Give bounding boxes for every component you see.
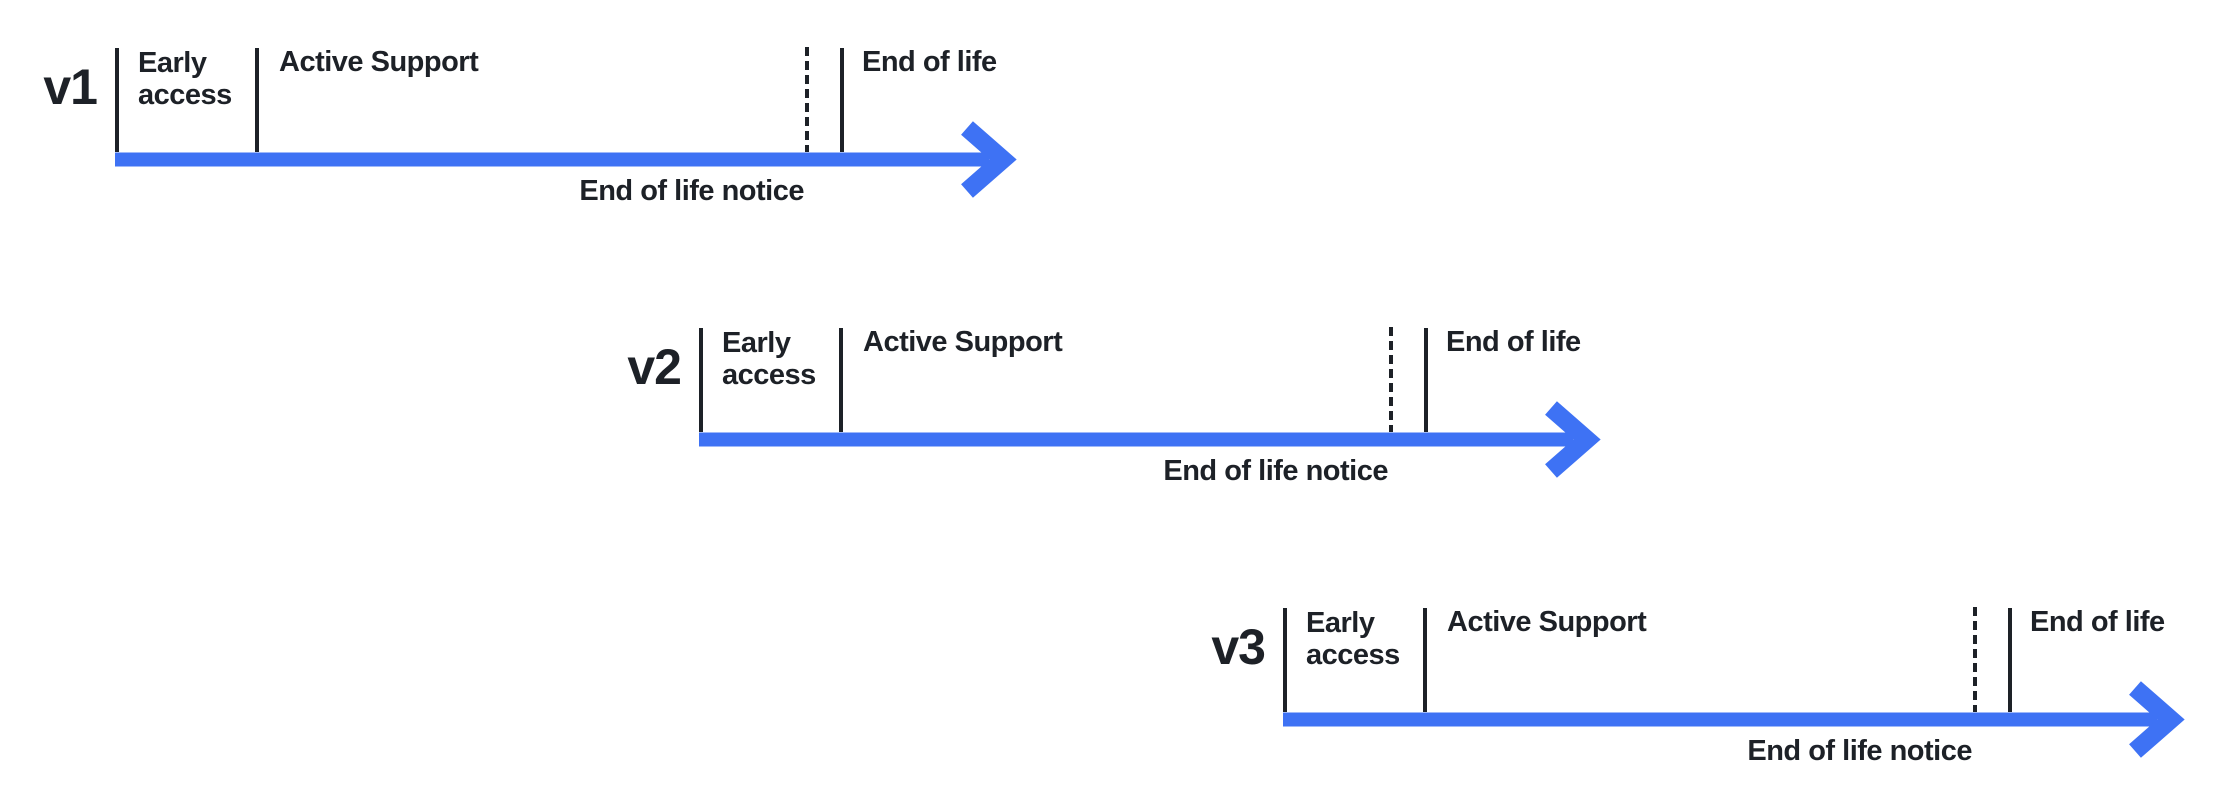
eol-notice-dashed-tick [805, 47, 809, 152]
phase-divider-tick [1423, 608, 1427, 712]
active-support-label: Active Support [863, 326, 1063, 358]
end-of-life-tick [840, 48, 844, 152]
end-of-life-label: End of life [862, 46, 997, 78]
timeline-arrow [115, 121, 1017, 198]
eol-notice-dashed-tick [1389, 327, 1393, 432]
phase-divider-tick [839, 328, 843, 432]
start-tick [1283, 608, 1287, 712]
arrow-head-icon [2129, 681, 2185, 758]
arrow-shaft [1283, 712, 2157, 727]
active-support-label: Active Support [1447, 606, 1647, 638]
end-of-life-notice-label: End of life notice [1747, 735, 1972, 767]
end-of-life-tick [1424, 328, 1428, 432]
end-of-life-label: End of life [2030, 606, 2165, 638]
arrow-shaft [699, 432, 1573, 447]
end-of-life-notice-label: End of life notice [579, 175, 804, 207]
start-tick [115, 48, 119, 152]
phase-divider-tick [255, 48, 259, 152]
end-of-life-label: End of life [1446, 326, 1581, 358]
version-label: v2 [627, 339, 682, 395]
timeline-row-v1: v1 Early access Active Support End of li… [0, 0, 1060, 240]
early-access-label: Early access [138, 47, 232, 111]
early-access-label: Early access [722, 327, 816, 391]
start-tick [699, 328, 703, 432]
arrow-shaft [115, 152, 989, 167]
timeline-row-v3: v3 Early access Active Support End of li… [1168, 560, 2228, 800]
version-label: v1 [43, 59, 98, 115]
end-of-life-notice-label: End of life notice [1163, 455, 1388, 487]
end-of-life-tick [2008, 608, 2012, 712]
active-support-label: Active Support [279, 46, 479, 78]
timeline-row-v2: v2 Early access Active Support End of li… [584, 280, 1644, 520]
timeline-arrow [1283, 681, 2185, 758]
timeline-arrow [699, 401, 1601, 478]
version-label: v3 [1211, 619, 1266, 675]
early-access-label: Early access [1306, 607, 1400, 671]
arrow-head-icon [961, 121, 1017, 198]
eol-notice-dashed-tick [1973, 607, 1977, 712]
arrow-head-icon [1545, 401, 1601, 478]
